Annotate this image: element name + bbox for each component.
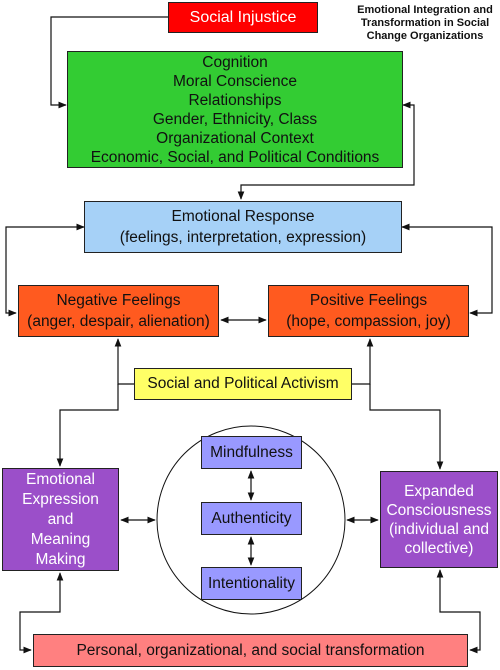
- intentionality-label: Intentionality: [207, 574, 296, 592]
- arrow-response-to-negative: [5, 223, 85, 317]
- consciousness-line-4: collective): [404, 539, 474, 557]
- factor-relationships: Relationships: [188, 91, 282, 109]
- emotional-response-title: Emotional Response: [171, 208, 315, 225]
- title-line-1: Emotional Integration and: [357, 4, 493, 16]
- factor-cognition: Cognition: [202, 53, 268, 71]
- transformation-box: Personal, organizational, and social tra…: [33, 634, 468, 667]
- emotional-expression-box: Emotional Expression and Meaning Making: [2, 468, 119, 571]
- activism-label: Social and Political Activism: [147, 375, 339, 392]
- center-circle: [156, 425, 346, 615]
- emotional-response-detail: (feelings, interpretation, expression): [119, 229, 367, 246]
- title-line-3: Change Organizations: [366, 30, 484, 42]
- consciousness-line-3: (individual and: [389, 520, 489, 538]
- transformation-label: Personal, organizational, and social tra…: [76, 641, 425, 659]
- positive-feelings-box: Positive Feelings (hope, compassion, joy…: [268, 285, 469, 337]
- factor-organizational-context: Organizational Context: [156, 129, 314, 147]
- expression-line-3: and: [47, 510, 74, 528]
- factor-moral-conscience: Moral Conscience: [172, 72, 298, 90]
- arrow-factors-loop-right: [237, 101, 415, 200]
- arrow-negative-to-expression: [56, 384, 119, 467]
- positive-feelings-detail: (hope, compassion, joy): [286, 313, 451, 330]
- arrow-activism-to-positive: [352, 338, 374, 385]
- mindfulness-box: Mindfulness: [201, 436, 302, 469]
- social-injustice-box: Social Injustice: [168, 2, 318, 33]
- positive-feelings-title: Positive Feelings: [309, 292, 428, 309]
- social-injustice-label: Social Injustice: [189, 8, 297, 26]
- expression-line-2: Expression: [22, 490, 99, 508]
- consciousness-line-2: Consciousness: [386, 501, 492, 519]
- authenticity-box: Authenticity: [201, 502, 302, 535]
- expression-line-4: Meaning: [30, 530, 91, 548]
- negative-feelings-title: Negative Feelings: [56, 292, 181, 309]
- expanded-consciousness-box: Expanded Consciousness (individual and c…: [380, 471, 498, 568]
- diagram-title: Emotional Integration and Transformation…: [352, 4, 498, 43]
- arrow-injustice-to-factors: [50, 16, 168, 109]
- emotional-response-box: Emotional Response (feelings, interpreta…: [84, 201, 402, 253]
- consciousness-line-1: Expanded: [404, 482, 474, 500]
- arrow-positive-to-consciousness: [369, 384, 444, 470]
- title-line-2: Transformation in Social: [360, 17, 490, 29]
- factor-conditions: Economic, Social, and Political Conditio…: [90, 148, 380, 166]
- arrow-response-to-positive: [401, 223, 493, 317]
- activism-box: Social and Political Activism: [134, 368, 352, 400]
- arrow-expression-transformation: [19, 572, 64, 654]
- intentionality-box: Intentionality: [201, 567, 302, 600]
- negative-feelings-detail: (anger, despair, alienation): [27, 313, 210, 330]
- expression-line-1: Emotional: [26, 470, 95, 488]
- mindfulness-label: Mindfulness: [210, 443, 293, 461]
- authenticity-label: Authenticity: [211, 509, 292, 527]
- negative-feelings-box: Negative Feelings (anger, despair, alien…: [18, 285, 219, 337]
- factor-gender-ethnicity-class: Gender, Ethnicity, Class: [152, 110, 318, 128]
- expression-line-5: Making: [35, 550, 86, 568]
- arrow-consciousness-transformation: [436, 569, 481, 654]
- factors-box: Cognition Moral Conscience Relationships…: [67, 51, 403, 168]
- arrow-activism-to-negative: [114, 338, 134, 385]
